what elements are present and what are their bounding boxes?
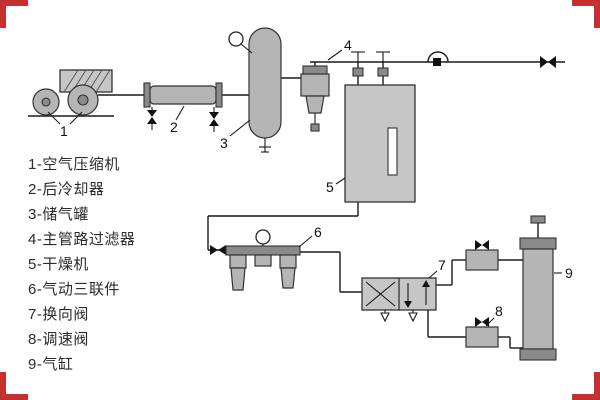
callout-2: 2 [170, 119, 178, 135]
dryer-body [344, 84, 416, 203]
callout-5: 5 [326, 179, 334, 195]
tank-body [248, 27, 282, 139]
line-end-valve [540, 56, 556, 68]
air-tank [228, 27, 282, 153]
filter-body [300, 73, 330, 97]
cylinder-body [522, 248, 554, 350]
frl-filter-module [229, 254, 247, 291]
callout-3: 3 [220, 135, 228, 151]
drain-valve-right [209, 107, 219, 132]
frame-corner-top-left [0, 0, 28, 28]
callout-7: 7 [438, 257, 446, 273]
legend-item: 1-空气压缩机 [28, 156, 120, 173]
legend-item: 5-干燥机 [28, 256, 89, 273]
speed-valve-lower [465, 317, 499, 348]
dryer-sight-glass [387, 127, 398, 176]
exhaust-ports [380, 310, 418, 323]
air-compressor [28, 69, 114, 125]
frl-unit [210, 229, 313, 291]
legend-item: 8-调速阀 [28, 331, 89, 348]
callout-8: 8 [495, 303, 503, 319]
callout-9: 9 [565, 265, 573, 281]
frl-regulator-module [254, 229, 272, 267]
pressure-gauge [228, 31, 253, 54]
legend-item: 2-后冷却器 [28, 181, 105, 198]
bypass-hose-loop [427, 51, 449, 66]
legend-item: 4-主管路过滤器 [28, 231, 136, 248]
frame-corner-bottom-right [572, 372, 600, 400]
cylinder-rod-end [530, 215, 546, 224]
frame-corner-top-right [572, 0, 600, 28]
air-cylinder [519, 215, 562, 361]
legend-item: 3-储气罐 [28, 206, 89, 223]
legend-item: 7-换向阀 [28, 306, 89, 323]
legend: 1-空气压缩机 2-后冷却器 3-储气罐 4-主管路过滤器 5-干燥机 6-气动… [28, 152, 135, 377]
frl-manifold [225, 245, 301, 256]
callout-4: 4 [344, 37, 352, 53]
legend-item: 6-气动三联件 [28, 281, 120, 298]
callout-1: 1 [60, 123, 68, 139]
frame-corner-bottom-left [0, 372, 28, 400]
callout-6: 6 [314, 224, 322, 240]
drain-valve-left [147, 107, 157, 130]
frl-lubricator-module [279, 254, 297, 289]
legend-item: 9-气缸 [28, 356, 74, 373]
aftercooler-body [149, 85, 217, 105]
directional-valve [361, 270, 438, 323]
dryer-inlet-valve [351, 51, 365, 77]
frl-inlet-valve [210, 245, 226, 255]
frl-gauge [255, 229, 271, 245]
speed-valve-upper [465, 240, 499, 271]
main-line-filter [300, 49, 343, 132]
aftercooler [143, 82, 223, 132]
dryer [335, 51, 416, 203]
dryer-outlet-valve [376, 51, 390, 77]
